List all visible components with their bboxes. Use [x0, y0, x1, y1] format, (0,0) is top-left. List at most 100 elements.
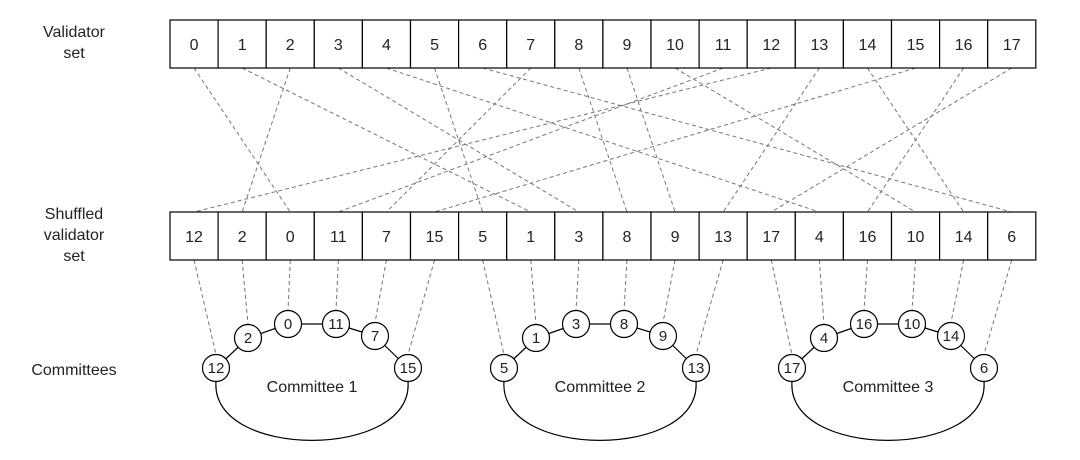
validator-cell-label: 9 [622, 37, 631, 54]
committee-link [863, 259, 868, 311]
shuffled-cell [794, 211, 844, 261]
validator-cell-label: 10 [666, 37, 684, 54]
committee-node-label: 14 [943, 328, 960, 345]
validator-cell-label: 0 [190, 37, 199, 54]
shuffle-line [386, 67, 820, 213]
committee-ring [503, 381, 697, 441]
shuffle-line [674, 67, 916, 213]
validator-cell [987, 19, 1037, 69]
shuffled-cell-label: 7 [382, 229, 391, 246]
committee-link [911, 259, 917, 311]
shuffled-cell [313, 211, 363, 261]
committee-node [393, 353, 423, 383]
committee-node [233, 323, 263, 353]
validator-cell [361, 19, 412, 69]
validator-set-label: Validator set [43, 24, 105, 62]
shuffle-line [722, 67, 820, 213]
committee-node-label: 4 [820, 330, 828, 347]
shuffle-line [578, 67, 628, 213]
validator-cell [794, 19, 844, 69]
shuffled-cell [506, 211, 556, 261]
shuffled-cell-label: 5 [478, 229, 487, 246]
shuffled-cell [554, 211, 604, 261]
validator-cell-label: 17 [1003, 37, 1021, 54]
committee-link [482, 259, 505, 355]
validator-cell-label: 12 [762, 37, 780, 54]
committee-node [849, 309, 879, 339]
validator-cell-label: 16 [955, 37, 973, 54]
shuffle-line [386, 67, 532, 213]
committee-link [575, 259, 580, 311]
shuffled-cell-label: 3 [574, 229, 583, 246]
shuffled-cell [602, 211, 652, 261]
committee-name: Committee 3 [843, 379, 934, 396]
shuffled-cell-label: 12 [185, 229, 203, 246]
shuffle-line [482, 67, 1012, 213]
shuffled-validator-set-label: Shuffled validator set [43, 206, 105, 265]
committee-node [521, 323, 551, 353]
committee-name: Committee 1 [267, 379, 358, 396]
validator-cell-label: 1 [238, 37, 247, 54]
shuffled-cell-label: 13 [714, 229, 732, 246]
shuffle-line [626, 67, 676, 213]
committee-link [950, 259, 965, 323]
committee-node-label: 1 [532, 330, 540, 347]
committee-name: Committee 2 [555, 379, 646, 396]
validator-cell [842, 19, 893, 69]
committee-node [273, 309, 303, 339]
validator-cell-label: 13 [810, 37, 828, 54]
shuffled-cell [458, 211, 508, 261]
validator-cell-label: 6 [478, 37, 487, 54]
connection-lines [193, 67, 1013, 355]
validator-cell-label: 11 [715, 37, 732, 54]
committee-link [530, 259, 537, 325]
shuffled-cell [409, 211, 460, 261]
committee-node [936, 321, 966, 351]
committee-node [809, 323, 839, 353]
committee-node-label: 2 [244, 330, 252, 347]
shuffled-cell-label: 4 [815, 229, 824, 246]
committee-node-label: 5 [500, 360, 508, 377]
validator-cell [746, 19, 796, 69]
committee-node-label: 7 [371, 328, 379, 345]
validator-cell [458, 19, 508, 69]
shuffled-cell-label: 17 [762, 229, 780, 246]
committee-node-label: 9 [659, 328, 667, 345]
committee-node-label: 3 [572, 316, 580, 333]
shuffle-line [434, 67, 916, 213]
committee-node [969, 353, 999, 383]
committee-link [818, 259, 825, 325]
validator-cell [698, 19, 748, 69]
shuffle-line [338, 67, 724, 213]
shuffled-cell-label: 15 [426, 229, 444, 246]
committee-node [489, 353, 519, 383]
committee-link [193, 259, 217, 355]
shuffle-line [770, 67, 1013, 213]
validator-cell [409, 19, 460, 69]
shuffled-cell-label: 10 [907, 229, 925, 246]
committee-link [335, 259, 339, 311]
validator-cell [169, 19, 219, 69]
committee-link [695, 259, 724, 355]
shuffled-cell-label: 8 [622, 229, 631, 246]
committee-node [897, 309, 927, 339]
validator-cell [938, 19, 989, 69]
shuffle-line [193, 67, 772, 213]
committee-link [770, 259, 793, 355]
shuffle-line [241, 67, 531, 213]
validator-cell [890, 19, 941, 69]
validator-cell [602, 19, 652, 69]
committee-node [561, 309, 591, 339]
shuffled-cell [169, 211, 219, 261]
validator-cell-label: 7 [526, 37, 535, 54]
shuffled-cell [265, 211, 315, 261]
validator-cell-label: 2 [286, 37, 295, 54]
shuffle-line [193, 67, 291, 213]
committee-link [374, 259, 387, 323]
committee-node-label: 17 [784, 360, 801, 377]
committee-node [609, 309, 639, 339]
